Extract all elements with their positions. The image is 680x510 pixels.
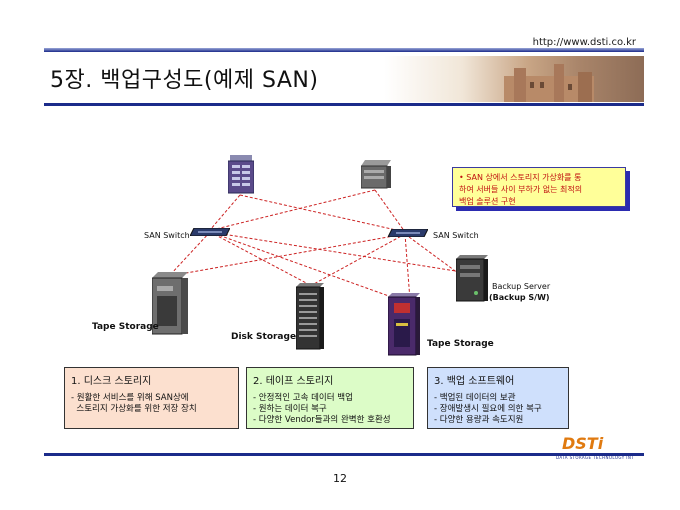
castle-photo xyxy=(384,56,644,102)
link-server1-switch-left xyxy=(209,194,241,231)
link-switch-right-backup xyxy=(404,233,463,277)
tape-storage-box-heading: 2. 테이프 스토리지 xyxy=(253,376,334,387)
disk-storage-box-heading: 1. 디스크 스토리지 xyxy=(71,376,152,387)
link-switch-right-tape-right xyxy=(404,233,411,301)
dsti-logo-subtitle: DATA STORAGE TECHNOLOGY INT xyxy=(556,455,635,460)
link-switch-right-tape-left xyxy=(174,233,406,276)
server-icon-1 xyxy=(228,155,254,194)
server-icon-2 xyxy=(361,160,391,189)
san-switch-left-icon xyxy=(190,228,230,236)
san-note-box: • SAN 상에서 스토리지 가상화를 통 하여 서버들 사이 부하가 없는 최… xyxy=(452,167,626,207)
backup-sw-label: (Backup S/W) xyxy=(489,293,550,302)
tape-storage-right-icon xyxy=(388,293,420,356)
link-switch-left-tape-right xyxy=(209,231,401,301)
tape-storage-box-item: - 원하는 데이터 복구 xyxy=(253,404,327,414)
disk-storage-label: Disk Storage xyxy=(231,332,297,342)
footer-rule xyxy=(44,453,644,456)
title-rule xyxy=(44,103,644,106)
tape-storage-box: 2. 테이프 스토리지 - 안정적인 고속 데이터 백업 - 원하는 데이터 복… xyxy=(246,367,414,429)
tape-storage-left-label: Tape Storage xyxy=(92,322,159,332)
backup-software-box: 3. 백업 소프트웨어 - 백업된 데이터의 보관 - 장애발생시 필요에 의한… xyxy=(427,367,569,429)
disk-storage-box-item: 스토리지 가상화를 위한 저장 장치 xyxy=(71,404,197,414)
san-switch-right-label: SAN Switch xyxy=(433,231,479,240)
backup-software-box-item: - 장애발생시 필요에 의한 복구 xyxy=(434,404,542,414)
tape-storage-right-label: Tape Storage xyxy=(427,339,494,349)
header-rule xyxy=(44,48,644,52)
link-switch-left-disk xyxy=(209,231,311,286)
tape-storage-left-icon xyxy=(152,272,188,335)
san-switch-left-label: SAN Switch xyxy=(144,231,190,240)
header-url: http://www.dsti.co.kr xyxy=(532,37,636,48)
backup-server-icon xyxy=(456,255,488,302)
disk-storage-box: 1. 디스크 스토리지 - 원활한 서비스를 위해 SAN상에 스토리지 가상화… xyxy=(64,367,239,429)
title-banner xyxy=(44,56,644,102)
note-line-1: • SAN 상에서 스토리지 가상화를 통 xyxy=(459,173,582,182)
link-server2-switch-right xyxy=(374,189,406,233)
page-title: 5장. 백업구성도(예제 SAN) xyxy=(50,68,319,93)
note-line-2: 하여 서버들 사이 부하가 없는 최적의 xyxy=(459,185,583,194)
link-server1-switch-right xyxy=(239,194,406,233)
link-switch-right-disk xyxy=(311,233,406,286)
tape-storage-box-item: - 다양한 Vendor들과의 완벽한 호환성 xyxy=(253,415,391,425)
backup-software-box-item: - 다양한 용량과 속도지원 xyxy=(434,415,524,425)
dsti-logo: DSTi xyxy=(562,434,604,453)
link-switch-left-backup xyxy=(209,231,463,273)
castle-image xyxy=(504,64,594,102)
backup-server-label: Backup Server xyxy=(492,282,551,291)
note-line-3: 백업 솔루션 구현 xyxy=(459,197,516,206)
backup-software-box-item: - 백업된 데이터의 보관 xyxy=(434,393,516,403)
tape-storage-box-item: - 안정적인 고속 데이터 백업 xyxy=(253,393,353,403)
disk-storage-icon xyxy=(296,283,324,350)
disk-storage-box-item: - 원활한 서비스를 위해 SAN상에 xyxy=(71,393,189,403)
page-number: 12 xyxy=(333,472,347,485)
san-switch-right-icon xyxy=(388,229,428,237)
backup-software-box-heading: 3. 백업 소프트웨어 xyxy=(434,376,515,387)
link-server2-switch-left xyxy=(211,189,376,231)
